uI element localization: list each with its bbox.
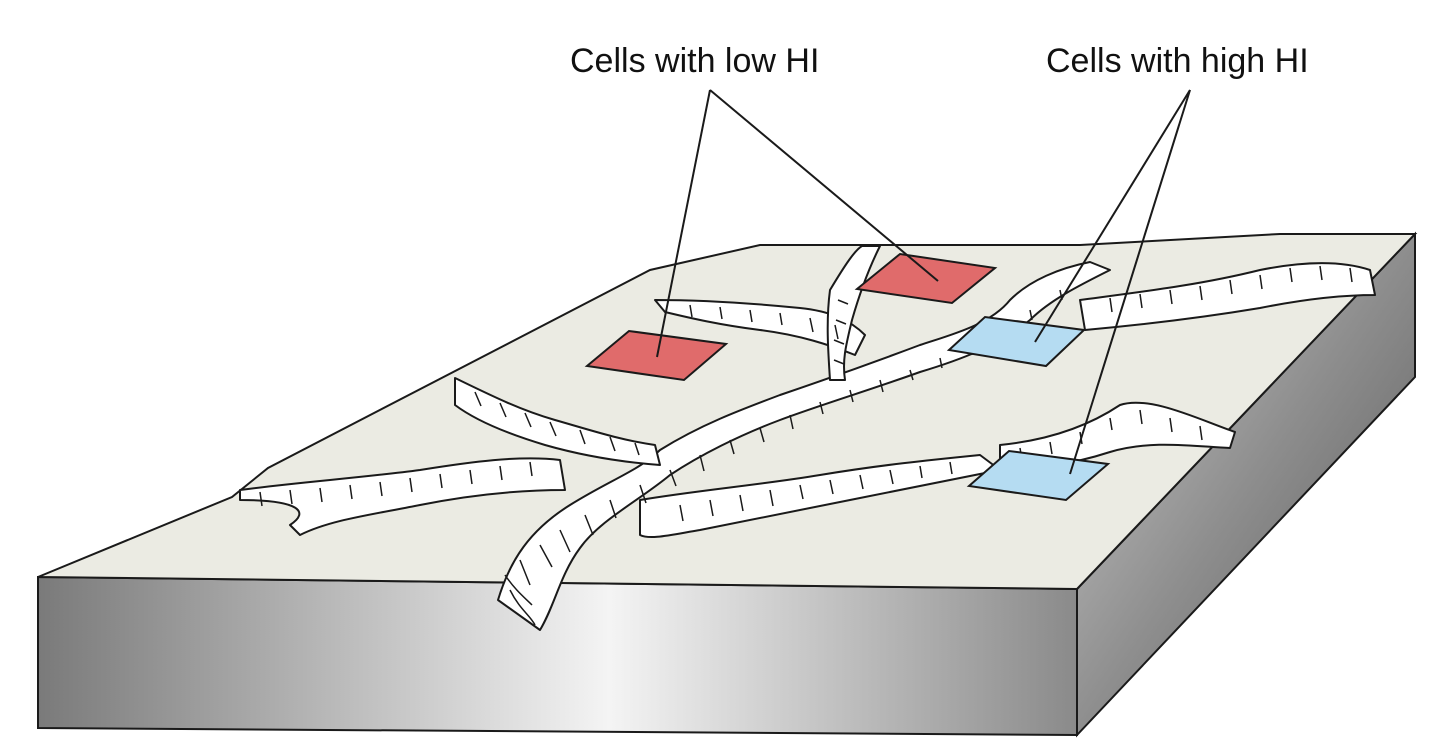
label-cells-high-hi: Cells with high HI bbox=[1046, 44, 1309, 78]
block-front-face bbox=[38, 577, 1077, 735]
label-cells-low-hi: Cells with low HI bbox=[570, 44, 819, 78]
